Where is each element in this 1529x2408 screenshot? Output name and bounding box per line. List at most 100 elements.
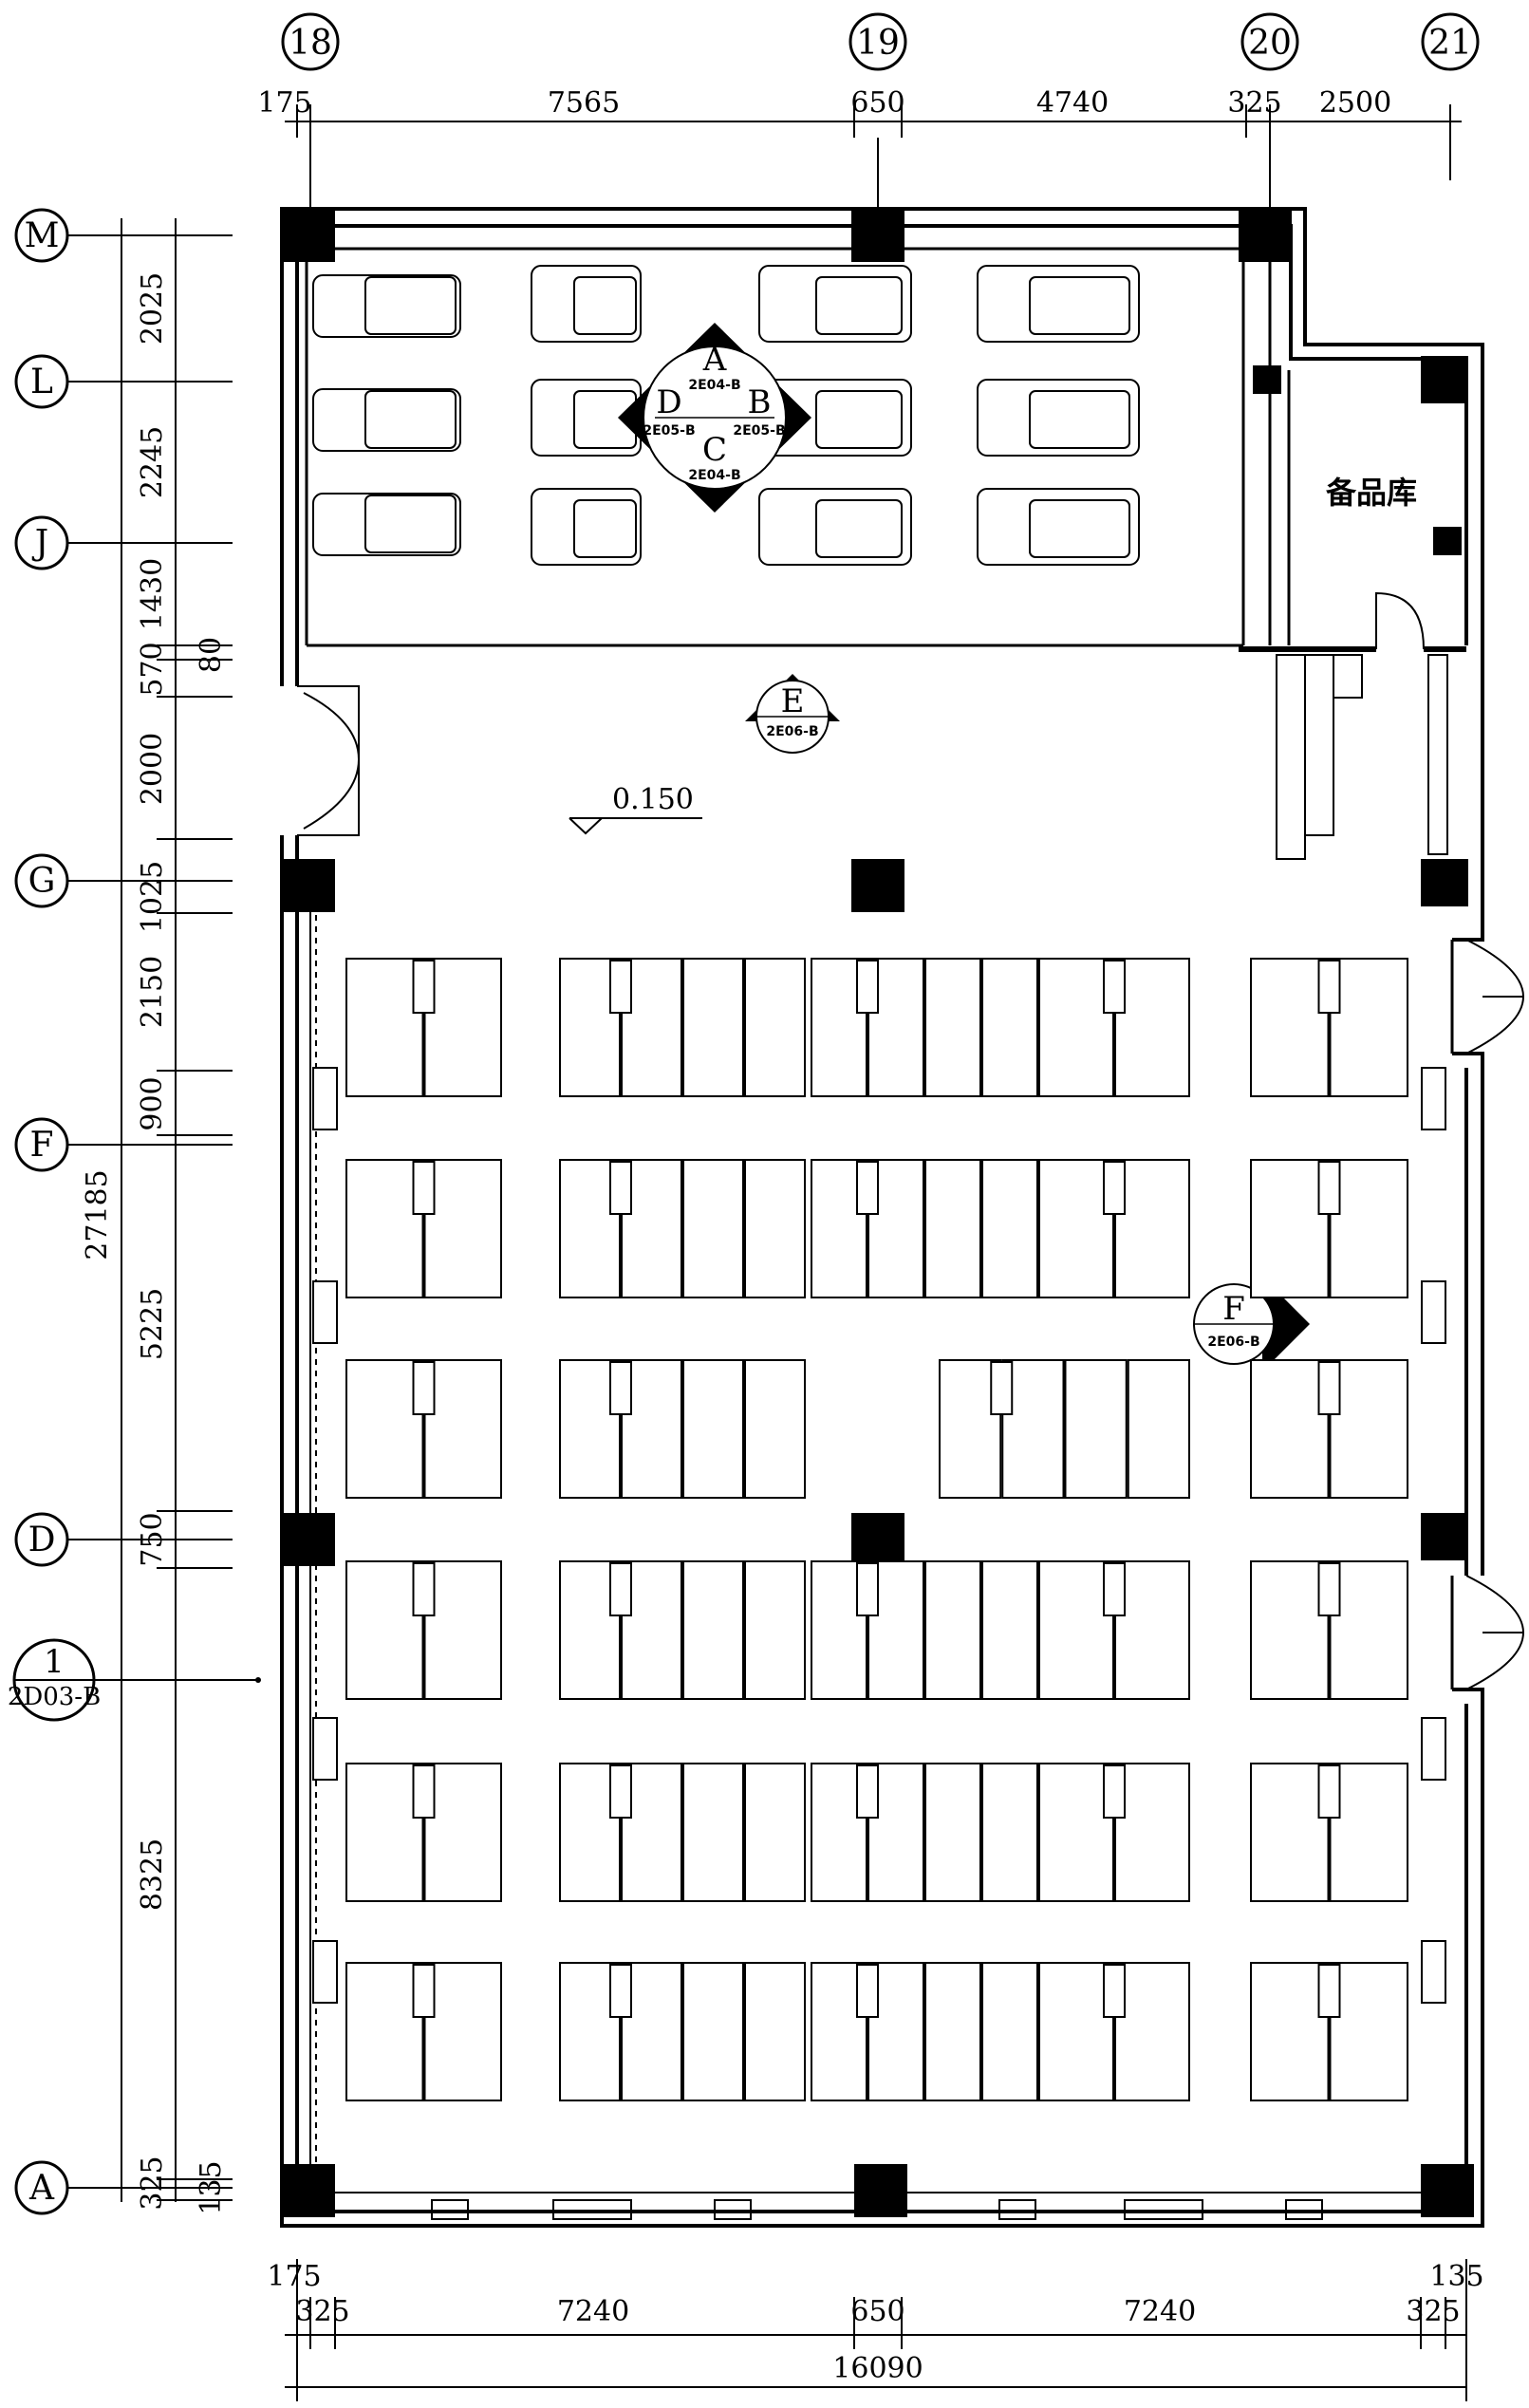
structural-columns: [282, 209, 1474, 2217]
desk: [744, 1560, 806, 1700]
axis-bubble-F: [14, 1117, 69, 1172]
desk: [924, 1159, 981, 1298]
chair: [856, 1764, 879, 1819]
lounge-sofas: [312, 265, 1140, 566]
desk: [682, 1763, 744, 1902]
chair: [412, 960, 436, 1014]
axis-label-19: 19: [856, 24, 900, 63]
chair: [1317, 1562, 1341, 1616]
left-dim-1430: 1430: [136, 558, 169, 630]
elevation-A-ref: 2E04-B: [688, 378, 740, 393]
chair: [990, 1361, 1014, 1415]
column: [851, 209, 904, 262]
top-dim-650: 650: [850, 86, 904, 120]
elevation-C: C: [702, 431, 727, 469]
column: [1433, 527, 1462, 555]
chair: [1103, 1562, 1126, 1616]
axis-bubble-L: [14, 354, 69, 409]
desk: [1329, 1359, 1408, 1499]
axis-label-J: J: [31, 524, 48, 563]
chair: [1103, 960, 1126, 1014]
desk: [1250, 1560, 1330, 1700]
chair: [1103, 1764, 1126, 1819]
chair: [412, 1964, 436, 2018]
desk: [345, 1962, 424, 2101]
axis-bubble-20: [1240, 12, 1299, 71]
column: [1421, 2164, 1474, 2217]
desk: [1064, 1359, 1128, 1499]
desk: [682, 1359, 744, 1499]
elevation-E-ref: 2E06-B: [766, 724, 818, 739]
axis-label-18: 18: [289, 24, 332, 63]
elevation-B: B: [748, 383, 772, 421]
column: [854, 2164, 907, 2217]
elevation-C-ref: 2E04-B: [688, 468, 740, 483]
column: [851, 1513, 904, 1566]
storage-shelving: [1276, 654, 1448, 860]
left-dim-8325: 8325: [136, 1839, 169, 1911]
bottom-dim-325: 325: [295, 2295, 349, 2328]
elevation-marker-F: [1193, 1277, 1310, 1372]
chair: [412, 1764, 436, 1819]
top-dim-2500: 2500: [1319, 86, 1391, 120]
bottom-dim-7240-a: 7240: [557, 2295, 629, 2328]
chair: [856, 1161, 879, 1215]
axis-label-L: L: [30, 363, 53, 401]
level-mark-value: 0.150: [612, 783, 694, 816]
left-dim-900: 900: [136, 1076, 169, 1130]
desk: [744, 958, 806, 1097]
elevation-A: A: [702, 341, 727, 379]
bottom-dim-175: 175: [267, 2260, 321, 2293]
desk: [345, 1763, 424, 1902]
elevation-B-ref: 2E05-B: [733, 423, 785, 439]
sofa-group: [312, 274, 461, 556]
door-storage: [1375, 591, 1425, 650]
top-dim-4740: 4740: [1036, 86, 1109, 120]
left-dim-80: 80: [195, 637, 228, 673]
axis-label-21: 21: [1428, 24, 1472, 63]
elevation-F-ref: 2E06-B: [1207, 1335, 1259, 1350]
desk: [1250, 1359, 1330, 1499]
chair: [1103, 1161, 1126, 1215]
left-dim-1025: 1025: [136, 861, 169, 933]
desk: [345, 958, 424, 1097]
chair: [609, 1361, 632, 1415]
desk: [924, 1560, 981, 1700]
chair: [412, 1361, 436, 1415]
desk: [981, 1159, 1038, 1298]
left-dim-750: 750: [136, 1512, 169, 1566]
desk: [924, 1962, 981, 2101]
chair: [856, 1562, 879, 1616]
section-marker-dot: [255, 1677, 261, 1683]
desk: [1250, 958, 1330, 1097]
chair: [609, 1964, 632, 2018]
axis-label-20: 20: [1248, 24, 1292, 63]
axis-label-G: G: [28, 862, 56, 901]
desk: [981, 1560, 1038, 1700]
desk: [682, 1962, 744, 2101]
desk: [744, 1763, 806, 1902]
column: [282, 1513, 335, 1566]
top-dim-175: 175: [257, 86, 311, 120]
desk: [423, 1962, 502, 2101]
desk: [559, 1359, 621, 1499]
elevation-D-ref: 2E05-B: [643, 423, 695, 439]
desk: [1127, 1359, 1190, 1499]
desk: [744, 1159, 806, 1298]
desk: [423, 1359, 502, 1499]
section-marker-ref: 2D03-B: [8, 1683, 101, 1711]
chair: [609, 1764, 632, 1819]
desk: [1038, 958, 1114, 1097]
elevation-E-letter: E: [781, 682, 805, 720]
bottom-dimension-lines: [285, 2259, 1467, 2401]
desk: [1038, 1763, 1114, 1902]
desk: [423, 1763, 502, 1902]
desk: [1329, 1962, 1408, 2101]
bottom-dim-650: 650: [850, 2295, 904, 2328]
desk: [423, 958, 502, 1097]
desk: [1250, 1763, 1330, 1902]
doors: [297, 591, 1525, 1690]
left-dim-2245: 2245: [136, 426, 169, 498]
chair: [609, 1562, 632, 1616]
desk: [981, 1763, 1038, 1902]
